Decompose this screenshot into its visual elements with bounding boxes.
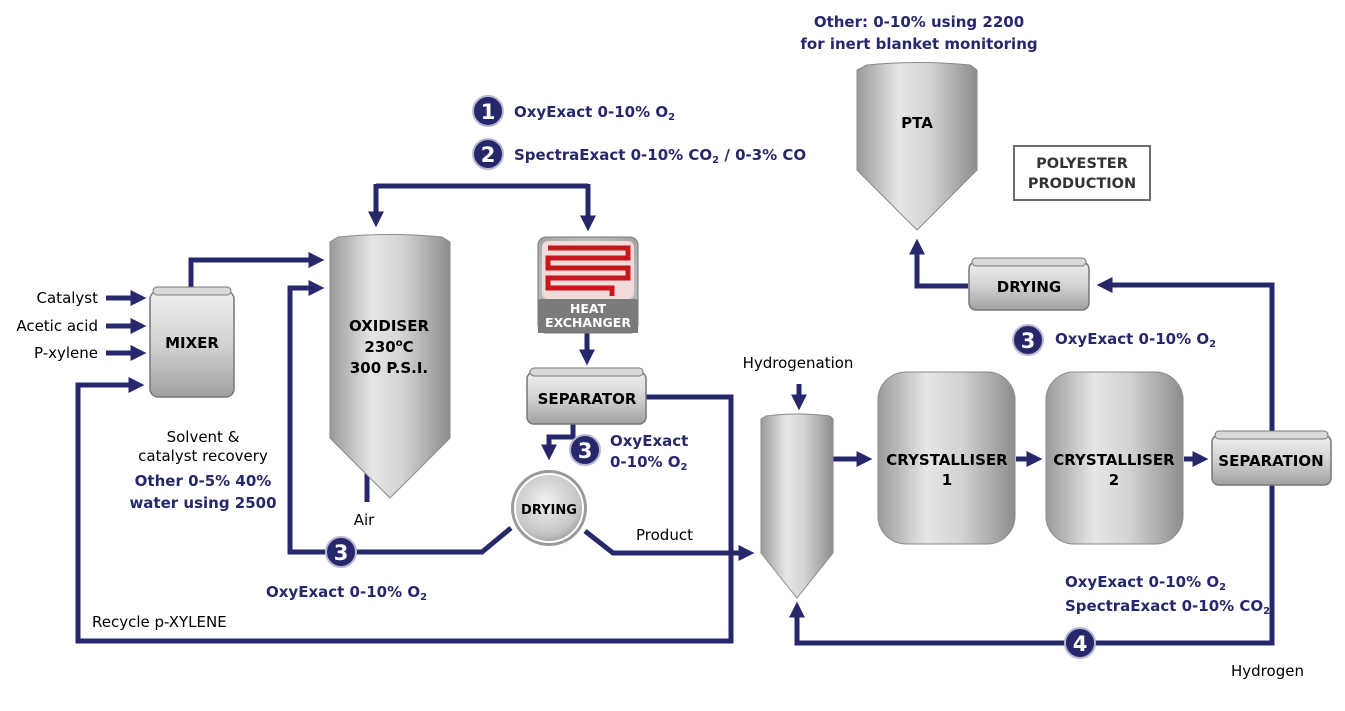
hydrogenation-label: Hydrogenation [743, 354, 854, 372]
flow-drying-to-pta [908, 238, 968, 289]
drying-right-unit: DRYING [968, 257, 1090, 311]
callout-3-separator-number: 3 [578, 439, 593, 463]
callout-4-number: 4 [1073, 632, 1088, 656]
callout-4-badge [1064, 627, 1096, 659]
polyester-label-2: PRODUCTION [1028, 176, 1136, 192]
oxidiser-pressure: 300 P.S.I. [350, 359, 428, 377]
flow-lines [75, 183, 1275, 646]
drying-round-unit: DRYING [511, 470, 587, 546]
crystalliser-1-label: CRYSTALLISER [886, 451, 1008, 469]
callout-1-text: OxyExact 0-10% O2 [514, 103, 675, 123]
air-label: Air [354, 511, 375, 529]
callout-2-text: SpectraExact 0-10% CO2 / 0-3% CO [514, 146, 806, 166]
flow-separator-to-drying [540, 424, 576, 461]
callout-1-badge [472, 95, 504, 127]
callout-2-badge [472, 138, 504, 170]
callout-3-separator-line-2: 0-10% O2 [610, 453, 688, 473]
pta-other-line-2: for inert blanket monitoring [800, 35, 1037, 53]
solvent-other-line-1: Other 0-5% 40% [135, 472, 272, 490]
flow-product [583, 529, 755, 562]
callout-2: 2 SpectraExact 0-10% CO2 / 0-3% CO [472, 138, 806, 170]
pta-vessel: PTA [856, 62, 978, 231]
pta-other-line-1: Other: 0-10% using 2200 [814, 13, 1024, 31]
product-label: Product [636, 526, 693, 544]
hydrogenation-vessel [760, 413, 834, 599]
callout-3-right-number: 3 [1021, 329, 1036, 353]
callout-2-number: 2 [481, 143, 496, 167]
input-acetic-acid-label: Acetic acid [16, 317, 98, 335]
crystalliser-2-unit: CRYSTALLISER 2 [1045, 371, 1184, 545]
crystalliser-1-number: 1 [942, 471, 952, 489]
separation-label: SEPARATION [1218, 452, 1323, 470]
crystalliser-2-number: 2 [1109, 471, 1119, 489]
flow-recycle-p-xylene [75, 376, 734, 644]
flow-mixer-to-oxidiser [188, 251, 325, 291]
heat-exchanger-unit: HEAT EXCHANGER [537, 236, 639, 334]
flow-hydrogen-loop [788, 486, 1275, 646]
polyester-production-box: POLYESTER PRODUCTION [1013, 145, 1151, 201]
drying-right-label: DRYING [997, 278, 1062, 296]
crystalliser-1-unit: CRYSTALLISER 1 [877, 371, 1016, 545]
callout-1-number: 1 [481, 100, 496, 124]
pta-label: PTA [901, 114, 933, 132]
heat-exchanger-label-1: HEAT [570, 301, 607, 316]
oxidiser-temperature: 230oC [364, 338, 413, 356]
heat-exchanger-label-2: EXCHANGER [545, 315, 631, 330]
flow-drying-recycle [287, 279, 513, 555]
oxidiser-vessel: OXIDISER 230oC 300 P.S.I. [329, 234, 451, 499]
callout-3-bottom-text: OxyExact 0-10% O2 [266, 583, 427, 603]
hydrogen-label: Hydrogen [1231, 662, 1304, 680]
oxidiser-label: OXIDISER [349, 317, 429, 335]
solvent-recovery-line-2: catalyst recovery [138, 447, 268, 465]
polyester-label-1: POLYESTER [1036, 156, 1128, 172]
callout-3-separator-line-1: OxyExact [610, 432, 688, 450]
callout-3-separator-badge [569, 434, 601, 466]
solvent-recovery-line-1: Solvent & [167, 428, 240, 446]
heater-coil [545, 245, 631, 296]
flow-separation-to-drying [1096, 276, 1275, 486]
callout-4-line-2: SpectraExact 0-10% CO2 [1065, 597, 1270, 617]
callout-3-bottom-number: 3 [334, 541, 349, 565]
separator-unit: SEPARATOR [526, 367, 647, 425]
callout-1: 1 OxyExact 0-10% O2 [472, 95, 675, 127]
crystalliser-2-label: CRYSTALLISER [1053, 451, 1175, 469]
callout-4: 4 OxyExact 0-10% O2 SpectraExact 0-10% C… [1064, 573, 1270, 659]
mixer-unit: MIXER [149, 286, 235, 398]
recycle-p-xylene-label: Recycle p-XYLENE [92, 613, 227, 631]
drying-round-label: DRYING [521, 503, 577, 518]
callout-4-line-1: OxyExact 0-10% O2 [1065, 573, 1226, 593]
mixer-label: MIXER [165, 334, 219, 352]
callout-3-separator: 3 OxyExact 0-10% O2 [569, 432, 688, 473]
callout-3-bottom-badge [325, 536, 357, 568]
input-catalyst-label: Catalyst [37, 289, 99, 307]
callout-3-right: 3 OxyExact 0-10% O2 [1012, 324, 1216, 356]
separation-unit: SEPARATION [1211, 430, 1332, 486]
callout-3-bottom: 3 OxyExact 0-10% O2 [266, 536, 427, 603]
callout-3-right-badge [1012, 324, 1044, 356]
callout-3-right-text: OxyExact 0-10% O2 [1055, 330, 1216, 350]
solvent-other-line-2: water using 2500 [129, 494, 276, 512]
input-p-xylene-label: P-xylene [34, 344, 98, 362]
separator-label: SEPARATOR [538, 390, 637, 408]
